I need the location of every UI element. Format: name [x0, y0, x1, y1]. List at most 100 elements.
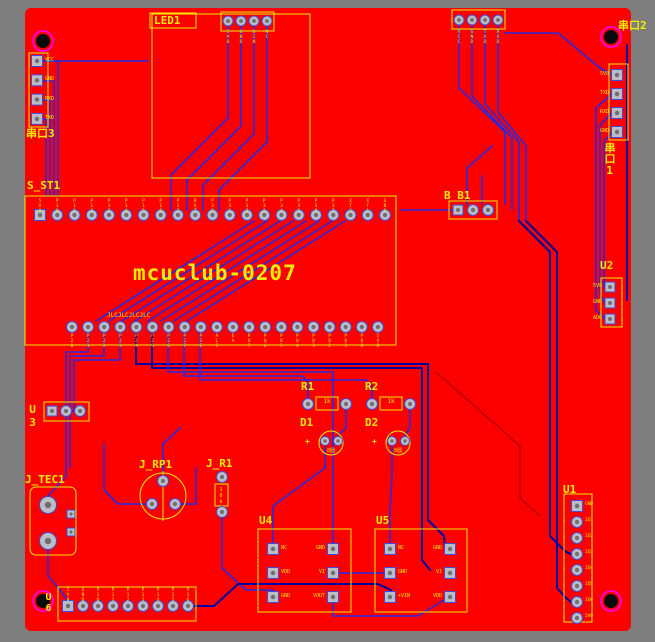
- u4-label[interactable]: U4: [259, 514, 273, 527]
- pad[interactable]: [302, 398, 314, 410]
- pad-layer[interactable]: [31, 14, 623, 624]
- pad[interactable]: [571, 596, 583, 608]
- pad[interactable]: [82, 321, 95, 333]
- board-title-silkscreen[interactable]: mcuclub-0207: [133, 261, 297, 285]
- pad[interactable]: [66, 527, 76, 537]
- pad[interactable]: [379, 209, 391, 221]
- pad[interactable]: [327, 591, 339, 603]
- pad[interactable]: [178, 321, 191, 333]
- pad[interactable]: [611, 69, 623, 81]
- pad[interactable]: [466, 14, 478, 26]
- pad[interactable]: [611, 126, 623, 138]
- pad[interactable]: [227, 321, 239, 333]
- pad[interactable]: [31, 93, 43, 106]
- pad[interactable]: [291, 321, 304, 333]
- pad[interactable]: [571, 500, 583, 512]
- pad[interactable]: [453, 14, 465, 26]
- pad[interactable]: [194, 321, 207, 333]
- pad[interactable]: [355, 321, 368, 333]
- pad[interactable]: [259, 321, 272, 333]
- serial3-label[interactable]: 串口3: [26, 127, 55, 140]
- pad[interactable]: [482, 204, 494, 216]
- u2-outline[interactable]: [600, 277, 623, 328]
- u3-label[interactable]: U3: [26, 403, 39, 429]
- pad[interactable]: [261, 15, 273, 27]
- pad[interactable]: [323, 321, 336, 333]
- pad[interactable]: [267, 567, 279, 579]
- pad[interactable]: [366, 398, 378, 410]
- pad[interactable]: [152, 600, 164, 612]
- pad[interactable]: [62, 600, 74, 612]
- pad[interactable]: [604, 281, 616, 293]
- led1-header-outline[interactable]: [220, 11, 275, 32]
- pad[interactable]: [206, 209, 219, 221]
- pad[interactable]: [243, 321, 256, 333]
- pad[interactable]: [103, 209, 115, 221]
- serial1-label[interactable]: 串口1: [603, 142, 616, 177]
- u3-outline[interactable]: [43, 401, 90, 422]
- pad[interactable]: [571, 548, 583, 560]
- j-r1-label[interactable]: J_R1: [206, 457, 233, 470]
- pad[interactable]: [182, 600, 194, 612]
- pad[interactable]: [344, 209, 357, 221]
- pad[interactable]: [320, 436, 330, 446]
- pad[interactable]: [333, 436, 343, 446]
- pad[interactable]: [137, 600, 149, 612]
- u5-label[interactable]: U5: [376, 514, 390, 527]
- pad[interactable]: [74, 405, 86, 417]
- pad[interactable]: [444, 567, 456, 579]
- pad[interactable]: [107, 600, 119, 612]
- pad[interactable]: [340, 398, 352, 410]
- s-st1-outline[interactable]: [24, 195, 397, 346]
- pad[interactable]: [154, 209, 167, 221]
- pad[interactable]: [604, 297, 616, 309]
- pad[interactable]: [216, 506, 228, 518]
- pad[interactable]: [31, 112, 43, 125]
- pad[interactable]: [157, 475, 169, 487]
- pad[interactable]: [310, 209, 322, 221]
- d2-outline[interactable]: [385, 430, 411, 456]
- j-r1-body[interactable]: [214, 483, 229, 507]
- led1-label[interactable]: LED1: [154, 14, 181, 27]
- pad[interactable]: [31, 55, 43, 67]
- pad[interactable]: [571, 532, 583, 544]
- pad[interactable]: [172, 209, 184, 221]
- pad[interactable]: [384, 591, 396, 603]
- pad[interactable]: [77, 600, 89, 612]
- pad[interactable]: [479, 14, 491, 26]
- pad[interactable]: [216, 471, 228, 483]
- pad[interactable]: [68, 209, 81, 221]
- led1-label-box[interactable]: [149, 12, 197, 29]
- pad[interactable]: [604, 313, 616, 325]
- pad[interactable]: [167, 600, 179, 612]
- r1-body[interactable]: [315, 396, 339, 411]
- pad[interactable]: [39, 496, 57, 514]
- mounting-hole[interactable]: [600, 590, 622, 612]
- d1-label[interactable]: D1: [300, 416, 314, 429]
- pad[interactable]: [307, 321, 320, 333]
- mounting-hole[interactable]: [32, 590, 54, 612]
- pad[interactable]: [120, 209, 133, 221]
- r2-label[interactable]: R2: [365, 380, 379, 393]
- pad[interactable]: [292, 209, 305, 221]
- pad[interactable]: [444, 591, 456, 603]
- pad[interactable]: [98, 321, 111, 333]
- pad[interactable]: [275, 321, 288, 333]
- pad[interactable]: [130, 321, 143, 333]
- j-tec1-outline[interactable]: [29, 486, 77, 556]
- pad[interactable]: [85, 209, 98, 221]
- pad[interactable]: [162, 321, 175, 333]
- pad[interactable]: [222, 15, 234, 27]
- pad[interactable]: [114, 321, 127, 333]
- j-rp1-label[interactable]: J_RP1: [139, 458, 173, 471]
- pad[interactable]: [339, 321, 352, 333]
- pad[interactable]: [327, 209, 340, 221]
- pad[interactable]: [611, 88, 623, 100]
- b-b1-label[interactable]: B_B1: [444, 189, 471, 202]
- r2-body[interactable]: [379, 396, 403, 411]
- pad[interactable]: [31, 74, 43, 87]
- b-b1-outline[interactable]: [448, 200, 498, 220]
- pad[interactable]: [571, 580, 583, 592]
- u5-outline[interactable]: [374, 528, 468, 613]
- pad[interactable]: [66, 321, 78, 333]
